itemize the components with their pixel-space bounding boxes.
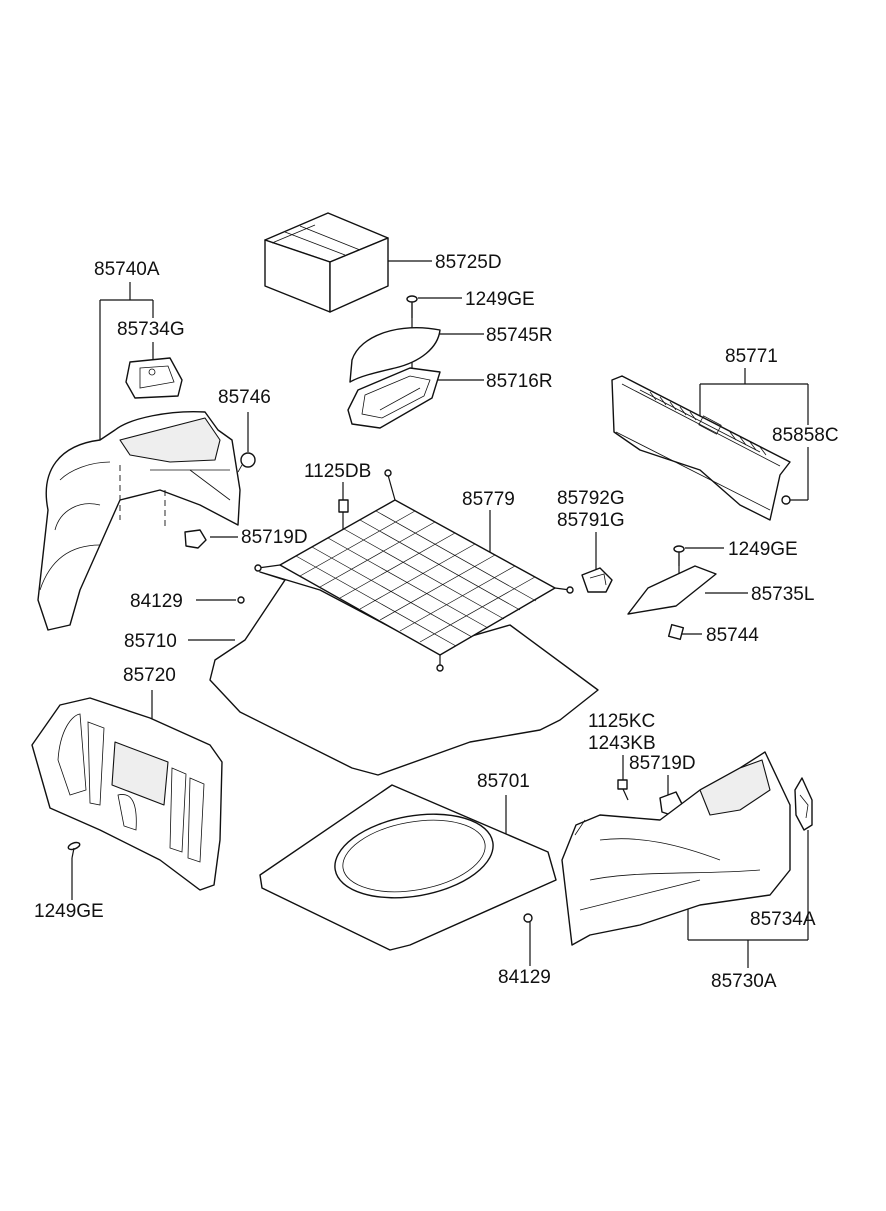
tray-85716R	[347, 367, 441, 429]
label-85792G: 85792G	[557, 488, 625, 509]
cover-85745R	[349, 326, 441, 383]
label-85701: 85701	[477, 771, 530, 792]
clip-85746	[237, 452, 256, 473]
left-trim-85740A	[37, 410, 241, 631]
label-1249GE-top: 1249GE	[465, 289, 535, 310]
label-85719D-right: 85719D	[629, 753, 696, 774]
label-85745R: 85745R	[486, 325, 553, 346]
label-85710: 85710	[124, 631, 177, 652]
hook-85792G	[581, 567, 613, 593]
label-85771: 85771	[725, 346, 778, 367]
label-85716R: 85716R	[486, 371, 553, 392]
partition-85720	[31, 697, 223, 891]
label-85734G: 85734G	[117, 319, 185, 340]
clip-85719D-left	[184, 529, 207, 549]
label-85791G: 85791G	[557, 510, 625, 531]
ribs	[57, 713, 205, 863]
bolt-1125KC	[617, 779, 629, 801]
label-85744: 85744	[706, 625, 759, 646]
right-trim-85730A	[561, 751, 791, 946]
label-85725D: 85725D	[435, 252, 502, 273]
storage-box-85725D	[264, 212, 389, 313]
pad-85734G	[125, 357, 183, 399]
label-1125DB: 1125DB	[304, 461, 372, 482]
screw-1249GE-right	[673, 545, 685, 566]
hatching	[649, 391, 767, 456]
screw-1249GE-top	[406, 295, 418, 318]
screw-1249GE-bottom	[67, 841, 81, 859]
label-1243KB: 1243KB	[588, 733, 656, 754]
label-85740A: 85740A	[94, 259, 160, 280]
label-85719D-left: 85719D	[241, 527, 308, 548]
label-84129-bottom: 84129	[498, 967, 551, 988]
label-1125KC: 1125KC	[588, 711, 656, 732]
clip-85744	[667, 623, 685, 641]
plug-84129-bottom	[523, 913, 533, 923]
label-85746: 85746	[218, 387, 271, 408]
label-85858C: 85858C	[772, 425, 839, 446]
floor-board-85701	[259, 784, 557, 951]
trim-panel-85771	[611, 375, 791, 521]
pad-85734A	[794, 777, 813, 831]
plug-84129-left	[237, 596, 245, 604]
cargo-net-85779	[254, 469, 574, 672]
label-85735L: 85735L	[751, 584, 815, 605]
label-85730A: 85730A	[711, 971, 777, 992]
net-mesh	[295, 510, 537, 647]
bolt-1125DB	[338, 499, 349, 530]
clip-85858C	[781, 495, 791, 505]
label-84129-left: 84129	[130, 591, 183, 612]
label-85779: 85779	[462, 489, 515, 510]
label-1249GE-bottom: 1249GE	[34, 901, 104, 922]
label-1249GE-right: 1249GE	[728, 539, 798, 560]
pad-85735L	[627, 565, 717, 615]
label-85734A: 85734A	[750, 909, 816, 930]
label-85720: 85720	[123, 665, 176, 686]
